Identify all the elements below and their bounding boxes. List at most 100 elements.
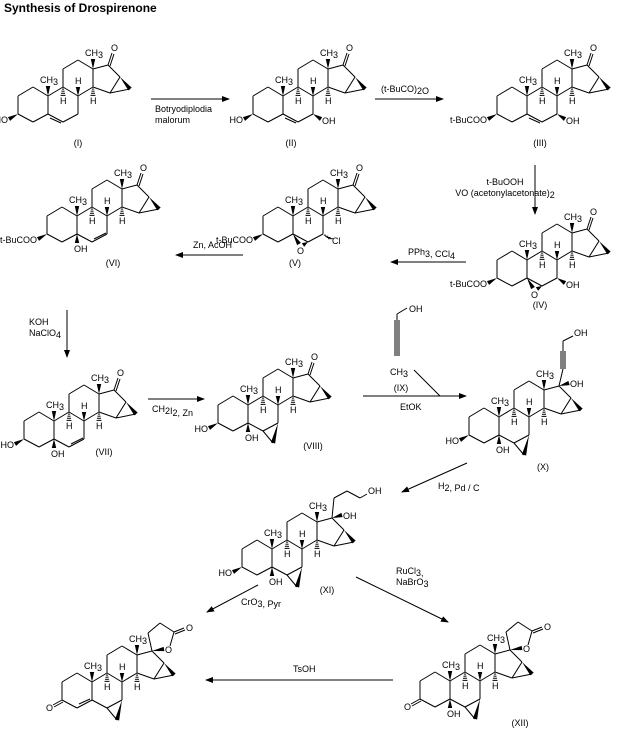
ring-bond: [354, 196, 366, 214]
h8-wedge: [526, 408, 532, 417]
methyl-wedge: [74, 206, 80, 216]
ring-bond: [136, 672, 155, 680]
c17-oxo-label: O: [590, 43, 597, 53]
methyl-wedge: [541, 380, 547, 390]
cyclopropane-wedge: [164, 663, 176, 677]
ring-bond: [419, 671, 436, 682]
ring-bond: [307, 233, 324, 243]
lactone-bond: [517, 621, 533, 632]
ring-bond: [333, 529, 345, 547]
cyclopropane-bond: [588, 88, 610, 94]
methyl-wedge: [280, 86, 286, 96]
methyl-wedge: [89, 672, 95, 682]
ring-bond: [256, 539, 273, 550]
c3-substituent-label: HO: [219, 568, 233, 578]
methyl-wedge: [90, 59, 96, 69]
ring-bond: [494, 671, 513, 679]
cyclopropane-bond: [262, 430, 274, 444]
ring-bond: [556, 223, 573, 234]
reagent-VIII-X-0: EtOK: [400, 402, 422, 412]
carbonyl-bond: [586, 52, 592, 66]
ring-bond: [571, 64, 588, 70]
carbonyl-bond: [53, 701, 64, 708]
ring-bond: [541, 59, 558, 70]
ring-bond: [316, 517, 333, 523]
c5-wedge: [269, 567, 275, 576]
lactone-bond: [169, 631, 175, 647]
double-bond: [93, 232, 107, 240]
c19-methyl-label: CH3: [491, 396, 509, 408]
c3-wedge: [458, 435, 469, 442]
lactone-bond: [505, 621, 519, 633]
h8-wedge: [81, 412, 87, 421]
h9-label: H: [60, 96, 67, 106]
carbonyl-bond: [115, 378, 121, 392]
methyl-wedge: [496, 407, 502, 417]
h8-label: H: [477, 661, 484, 671]
c3-wedge: [231, 567, 242, 574]
ring-bond: [252, 113, 269, 123]
h14-label: H: [335, 216, 342, 226]
carbonyl-bond: [109, 53, 115, 67]
double-bond: [78, 698, 91, 705]
cyclopropane-wedge: [472, 699, 480, 720]
carbonyl-bond: [588, 217, 594, 231]
c5-oh-label: OH: [245, 433, 259, 443]
ring-bond: [91, 672, 108, 683]
carbonyl-bond: [342, 52, 348, 66]
carbonyl-bond: [307, 361, 313, 375]
cyclopropane-wedge: [149, 197, 161, 211]
h8-wedge: [119, 673, 125, 682]
h14-hash: [314, 541, 320, 549]
c19-methyl-label: CH3: [285, 195, 303, 207]
ring-bond: [526, 86, 543, 97]
c18-methyl-label: CH3: [487, 633, 505, 645]
methyl-wedge: [314, 512, 320, 522]
c3-wedge: [252, 234, 263, 241]
h14-hash: [96, 413, 102, 421]
ring-bond: [17, 113, 34, 123]
ring-bond: [316, 539, 335, 547]
c3-substituent-label: t-BuCOO: [450, 115, 487, 125]
ring-bond: [68, 411, 85, 422]
c18-methyl-label: CH3: [309, 501, 327, 513]
ring-bond: [526, 113, 543, 123]
reagent-XI-drsp-0: CrO3, Pyr: [241, 597, 281, 609]
ring-bond: [267, 86, 284, 97]
h14-hash: [90, 88, 96, 96]
cyclopropane-wedge: [270, 423, 278, 444]
h8-label: H: [81, 401, 88, 411]
ring-bond: [121, 184, 138, 190]
c5-wedge: [51, 439, 57, 448]
c3-wedge: [207, 423, 218, 430]
h8-label: H: [275, 385, 282, 395]
compound-label-II: (II): [286, 138, 297, 148]
c18-methyl-label: CH3: [330, 168, 348, 180]
methyl-wedge: [119, 179, 125, 189]
h14-label: H: [96, 421, 103, 431]
lactone-o-label: O: [165, 645, 172, 655]
carbonyl-bond: [588, 53, 594, 67]
ring-bond: [53, 411, 70, 422]
ring-bond: [277, 395, 294, 406]
h14-label: H: [90, 96, 97, 106]
c3-substituent-label: t-BuCOO: [450, 279, 487, 289]
ring-bond: [262, 395, 279, 406]
ring-bond: [309, 385, 321, 403]
ix-methyl-label: CH3: [390, 367, 408, 379]
chain-bond: [346, 490, 361, 499]
h8-label: H: [119, 662, 126, 672]
ring-bond: [483, 407, 500, 418]
h9-label: H: [511, 417, 518, 427]
compound-label-VIII: (VIII): [303, 441, 323, 451]
ix-merge-line: [413, 369, 441, 397]
ring-bond: [483, 434, 500, 444]
c3-wedge: [36, 234, 47, 241]
ring-bond: [322, 179, 339, 190]
ring-bond: [271, 539, 288, 550]
alkyne-bond: [558, 368, 564, 387]
h8-wedge: [320, 207, 326, 216]
c7-oh-label: OH: [566, 280, 580, 290]
ring-bond: [528, 407, 545, 418]
